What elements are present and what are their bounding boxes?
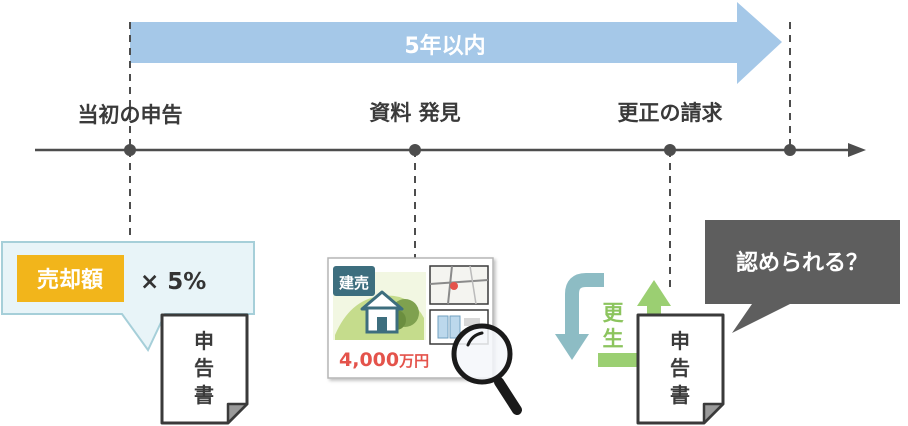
magnifier-icon <box>451 323 522 415</box>
property-price-number: 4,000万円 <box>339 349 429 371</box>
period-arrow <box>130 2 782 84</box>
map-thumbnail <box>429 265 489 305</box>
property-flyer: 建売 4,000万円 <box>327 257 494 379</box>
initial-doc-char-1: 申 <box>194 329 214 353</box>
timeline-label-correction: 更正の請求 <box>618 101 723 125</box>
sale-amount-formula: × 5% <box>140 269 206 295</box>
price-unit: 万円 <box>398 352 429 370</box>
correction-char-1: 更 <box>603 301 625 325</box>
correction-char-2: 生 <box>603 327 624 351</box>
sale-amount-badge-label: 売却額 <box>37 267 103 293</box>
timeline-label-discovery: 資料 発見 <box>369 101 460 125</box>
corrected-doc-char-1: 申 <box>670 329 690 353</box>
question-text: 認められる？ <box>736 250 868 276</box>
corrected-tax-return-document: 申 告 書 <box>636 313 725 425</box>
timeline-label-initial: 当初の申告 <box>78 103 183 127</box>
sale-amount-badge <box>17 255 124 302</box>
property-type-tag <box>333 266 375 296</box>
corrected-doc-char-2: 告 <box>670 356 690 380</box>
timeline-point-initial <box>124 144 136 156</box>
timeline-point-correction <box>664 144 676 156</box>
question-bubble <box>705 220 900 333</box>
corrected-doc-char-3: 書 <box>670 383 690 407</box>
time-axis-arrowhead <box>848 143 866 157</box>
period-label: 5年以内 <box>404 33 485 59</box>
initial-tax-return-document: 申 告 書 <box>160 313 249 425</box>
initial-doc-char-3: 書 <box>194 383 214 407</box>
house-icon <box>360 290 404 334</box>
teal-return-arrow <box>565 273 604 336</box>
map-pin-icon <box>450 282 458 290</box>
property-type-tag-label: 建売 <box>339 274 369 292</box>
timeline-point-deadline <box>784 144 796 156</box>
timeline-point-discovery <box>409 144 421 156</box>
price-number: 4,000 <box>339 349 399 371</box>
initial-doc-char-2: 告 <box>194 356 214 380</box>
